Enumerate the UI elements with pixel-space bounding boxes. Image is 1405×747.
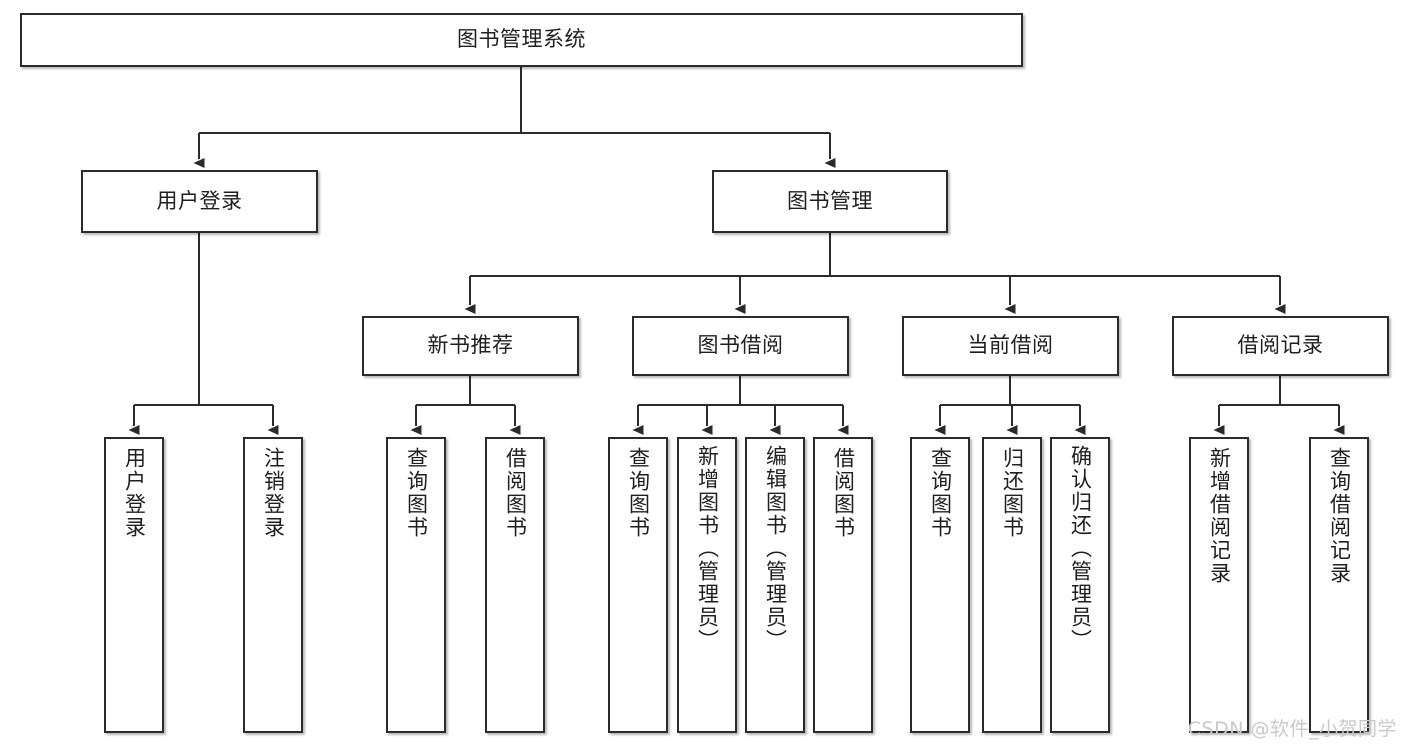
node-borrowing-record-label: 借阅记录 [1237,333,1324,358]
node-leaf-query-book-3-label: 查询图书 [928,447,953,539]
node-leaf-query-borrow-record[interactable]: 查询借阅记录 [1309,437,1369,733]
node-leaf-query-book-1-label: 查询图书 [404,447,429,539]
node-leaf-query-book-3[interactable]: 查询图书 [910,437,970,733]
node-leaf-query-book-2-label: 查询图书 [626,447,651,539]
node-book-borrowing-label: 图书借阅 [697,333,784,358]
node-borrowing-record[interactable]: 借阅记录 [1172,316,1389,376]
node-leaf-confirm-return[interactable]: 确认归还（管理员） [1050,437,1110,733]
node-book-management[interactable]: 图书管理 [712,170,948,233]
node-leaf-borrow-book-1[interactable]: 借阅图书 [485,437,545,733]
node-leaf-add-book-label: 新增图书（管理员） [695,445,720,652]
node-leaf-query-book-1[interactable]: 查询图书 [386,437,446,733]
node-leaf-user-login-label: 用户登录 [122,447,147,539]
node-new-book-recommendation-label: 新书推荐 [427,333,514,358]
node-leaf-add-borrow-record[interactable]: 新增借阅记录 [1189,437,1249,733]
watermark-text: CSDN @软件_小贺同学 [1187,718,1397,740]
node-user-login[interactable]: 用户登录 [81,170,318,233]
node-leaf-edit-book-label: 编辑图书（管理员） [763,445,788,652]
node-leaf-add-book[interactable]: 新增图书（管理员） [677,437,737,733]
node-leaf-borrow-book-1-label: 借阅图书 [503,447,528,539]
node-current-borrowing-label: 当前借阅 [967,333,1054,358]
node-leaf-user-logout[interactable]: 注销登录 [243,437,303,733]
node-leaf-return-book[interactable]: 归还图书 [982,437,1042,733]
node-book-borrowing[interactable]: 图书借阅 [632,316,849,376]
node-new-book-recommendation[interactable]: 新书推荐 [362,316,579,376]
node-leaf-borrow-book-2[interactable]: 借阅图书 [813,437,873,733]
node-book-management-label: 图书管理 [787,188,873,213]
node-leaf-confirm-return-label: 确认归还（管理员） [1068,445,1093,652]
node-leaf-edit-book[interactable]: 编辑图书（管理员） [745,437,805,733]
node-root-label: 图书管理系统 [457,27,586,52]
node-root[interactable]: 图书管理系统 [20,13,1023,67]
node-leaf-user-login[interactable]: 用户登录 [104,437,164,733]
node-leaf-query-borrow-record-label: 查询借阅记录 [1327,447,1352,585]
node-user-login-label: 用户登录 [156,188,243,213]
node-leaf-user-logout-label: 注销登录 [261,447,286,539]
node-leaf-borrow-book-2-label: 借阅图书 [831,447,856,539]
node-leaf-return-book-label: 归还图书 [1000,447,1025,539]
node-current-borrowing[interactable]: 当前借阅 [902,316,1119,376]
node-leaf-query-book-2[interactable]: 查询图书 [608,437,668,733]
node-leaf-add-borrow-record-label: 新增借阅记录 [1207,447,1232,585]
